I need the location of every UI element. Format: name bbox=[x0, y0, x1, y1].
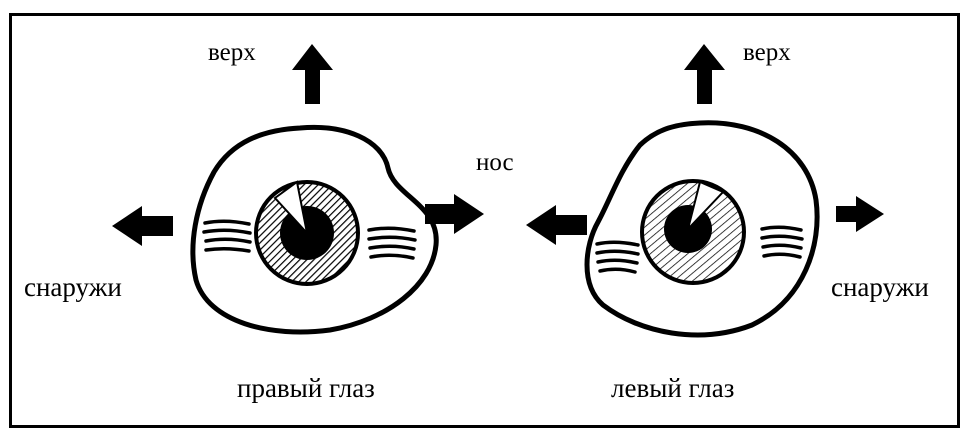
up-arrow-right-eye bbox=[292, 44, 333, 104]
outside-arrow-right-eye bbox=[112, 206, 173, 246]
up-label-left-eye: верх bbox=[743, 40, 791, 65]
caption-left-eye: левый глаз bbox=[611, 375, 734, 402]
right-eye-iris bbox=[256, 182, 358, 284]
outside-label-left-eye: снаружи bbox=[831, 274, 929, 301]
outside-arrow-left-eye bbox=[836, 196, 884, 232]
right-eye bbox=[112, 44, 484, 332]
up-label-right-eye: верх bbox=[208, 40, 256, 65]
caption-right-eye: правый глаз bbox=[237, 375, 375, 402]
left-eye-iris bbox=[642, 181, 744, 283]
outside-label-right-eye: снаружи bbox=[24, 274, 122, 301]
nose-arrow-left-eye bbox=[526, 205, 587, 245]
nose-label: нос bbox=[476, 150, 514, 175]
up-arrow-left-eye bbox=[684, 44, 725, 104]
